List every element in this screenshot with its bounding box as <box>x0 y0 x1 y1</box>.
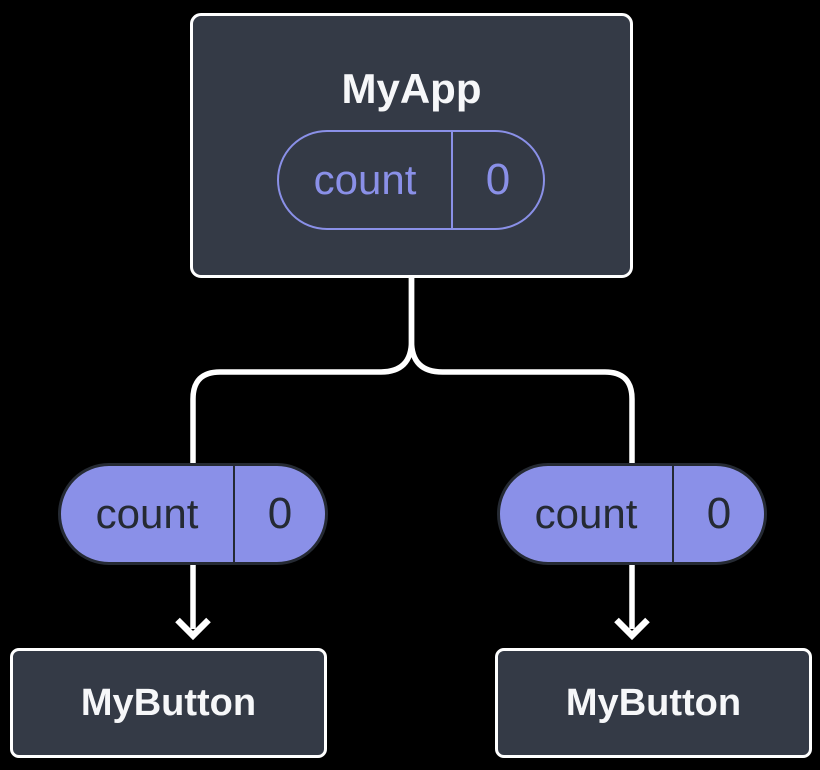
state-value-label: 0 <box>485 155 511 204</box>
state-name-label: count <box>313 156 417 203</box>
arrowhead-left-icon <box>175 617 211 641</box>
child-component-node-left: MyButton <box>10 648 327 758</box>
prop-pill-right: count 0 <box>497 463 767 565</box>
root-component-node: MyApp count 0 <box>190 13 633 278</box>
prop-name-cell: count <box>61 466 235 562</box>
connector-left-branch <box>190 277 415 629</box>
prop-value-label: 0 <box>706 489 732 538</box>
prop-value-cell: 0 <box>235 466 325 562</box>
prop-name-label: count <box>534 490 638 537</box>
root-component-title: MyApp <box>341 65 482 112</box>
prop-name-label: count <box>95 490 199 537</box>
child-component-title: MyButton <box>80 681 257 724</box>
child-component-title: MyButton <box>565 681 742 724</box>
prop-name-cell: count <box>500 466 674 562</box>
prop-pill-left: count 0 <box>58 463 328 565</box>
state-pill: count 0 <box>277 130 545 230</box>
prop-value-cell: 0 <box>674 466 764 562</box>
arrowhead-right-icon <box>614 617 650 641</box>
state-name-cell: count <box>279 132 453 228</box>
child-component-node-right: MyButton <box>495 648 812 758</box>
prop-value-label: 0 <box>267 489 293 538</box>
connector-right-branch <box>408 277 635 629</box>
state-value-cell: 0 <box>453 132 543 228</box>
